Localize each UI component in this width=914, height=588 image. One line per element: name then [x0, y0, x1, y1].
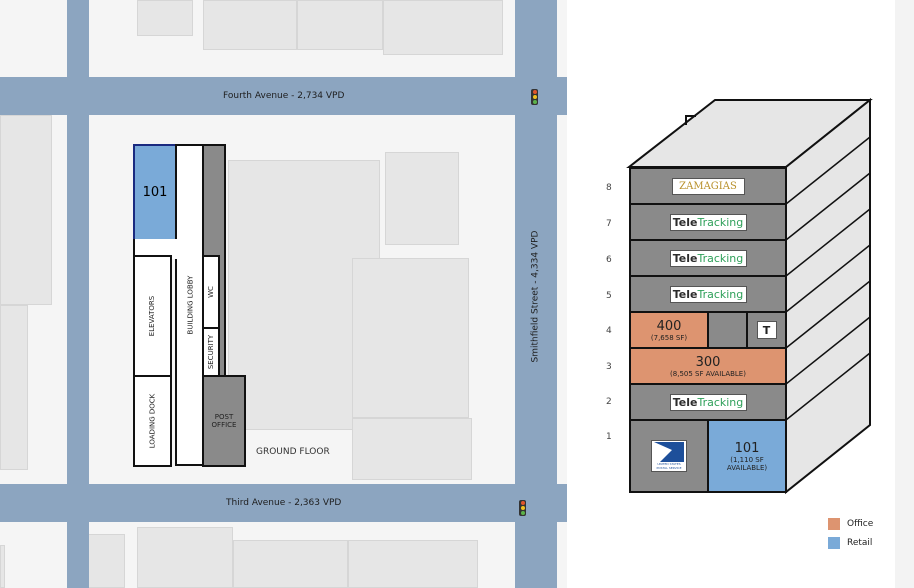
road-alley: [67, 0, 89, 588]
post-office-label: POST OFFICE: [211, 413, 237, 429]
traffic-light-icon: [531, 89, 538, 105]
neighbor-building: [137, 0, 193, 36]
neighbor-building: [385, 152, 459, 245]
neighbor-building: [0, 115, 52, 305]
floor-number: 6: [606, 255, 612, 265]
teletracking-mark-icon: T: [756, 321, 777, 339]
legend-retail-label: Retail: [847, 538, 873, 548]
loading-dock: LOADING DOCK: [133, 375, 172, 467]
retail-101-label: 101: [142, 185, 168, 200]
suite-400-size: (7,658 SF): [650, 333, 688, 342]
traffic-light-icon: [519, 500, 526, 516]
suite-101-size: (1,110 SF AVAILABLE): [726, 455, 768, 472]
neighbor-building: [352, 258, 469, 418]
suite-101-number: 101: [734, 440, 760, 456]
elevators: ELEVATORS: [133, 255, 172, 377]
legend-office-swatch: [828, 518, 840, 530]
floor-number: 1: [606, 432, 612, 442]
label-third-avenue: Third Avenue - 2,363 VPD: [226, 498, 342, 508]
usps-eagle-icon: [654, 442, 684, 462]
neighbor-building: [203, 0, 297, 50]
floor-number: 3: [606, 362, 612, 372]
building-side: [785, 97, 871, 495]
post-office: POST OFFICE: [202, 375, 246, 467]
floor-number: 8: [606, 183, 612, 193]
floor-4-occupied: [707, 311, 748, 349]
ground-floor-title: GROUND FLOOR: [256, 447, 330, 457]
floor-number: 4: [606, 326, 612, 336]
neighbor-building: [0, 305, 28, 470]
neighbor-building: [233, 540, 348, 588]
floor-number: 2: [606, 397, 612, 407]
floor-number: 5: [606, 291, 612, 301]
floor-lines: [785, 136, 871, 421]
neighbor-building: [383, 0, 503, 55]
site-map: Fourth Avenue - 2,734 VPD Third Avenue -…: [0, 0, 567, 588]
suite-300[interactable]: 300 (8,505 SF AVAILABLE): [629, 347, 787, 385]
suite-300-number: 300: [695, 354, 721, 370]
panel-edge: [895, 0, 914, 588]
neighbor-building: [297, 0, 383, 50]
suite-400-number: 400: [656, 318, 682, 334]
post-office-unit: UNITED STATES POSTAL SERVICE: [629, 419, 709, 493]
floor-number: 7: [606, 219, 612, 229]
suite-400[interactable]: 400 (7,658 SF): [629, 311, 709, 349]
road-fourth-avenue: [0, 77, 567, 115]
floor-8[interactable]: ZAMAGIAS: [629, 167, 787, 205]
floor-4-teletracking: T: [746, 311, 787, 349]
neighbor-building: [352, 418, 472, 480]
zamagias-logo: ZAMAGIAS: [671, 177, 745, 195]
usps-logo: UNITED STATES POSTAL SERVICE: [651, 440, 687, 472]
legend-office-label: Office: [847, 519, 874, 529]
roof-notch: [685, 115, 696, 125]
lobby-extension: [133, 239, 177, 259]
usps-text: UNITED STATES POSTAL SERVICE: [656, 462, 682, 470]
label-fourth-avenue: Fourth Avenue - 2,734 VPD: [223, 91, 345, 101]
suite-101[interactable]: 101 (1,110 SF AVAILABLE): [707, 419, 787, 493]
legend-retail-swatch: [828, 537, 840, 549]
suite-300-size: (8,505 SF AVAILABLE): [670, 369, 746, 378]
neighbor-building: [137, 527, 233, 588]
road-third-avenue: [0, 484, 567, 522]
